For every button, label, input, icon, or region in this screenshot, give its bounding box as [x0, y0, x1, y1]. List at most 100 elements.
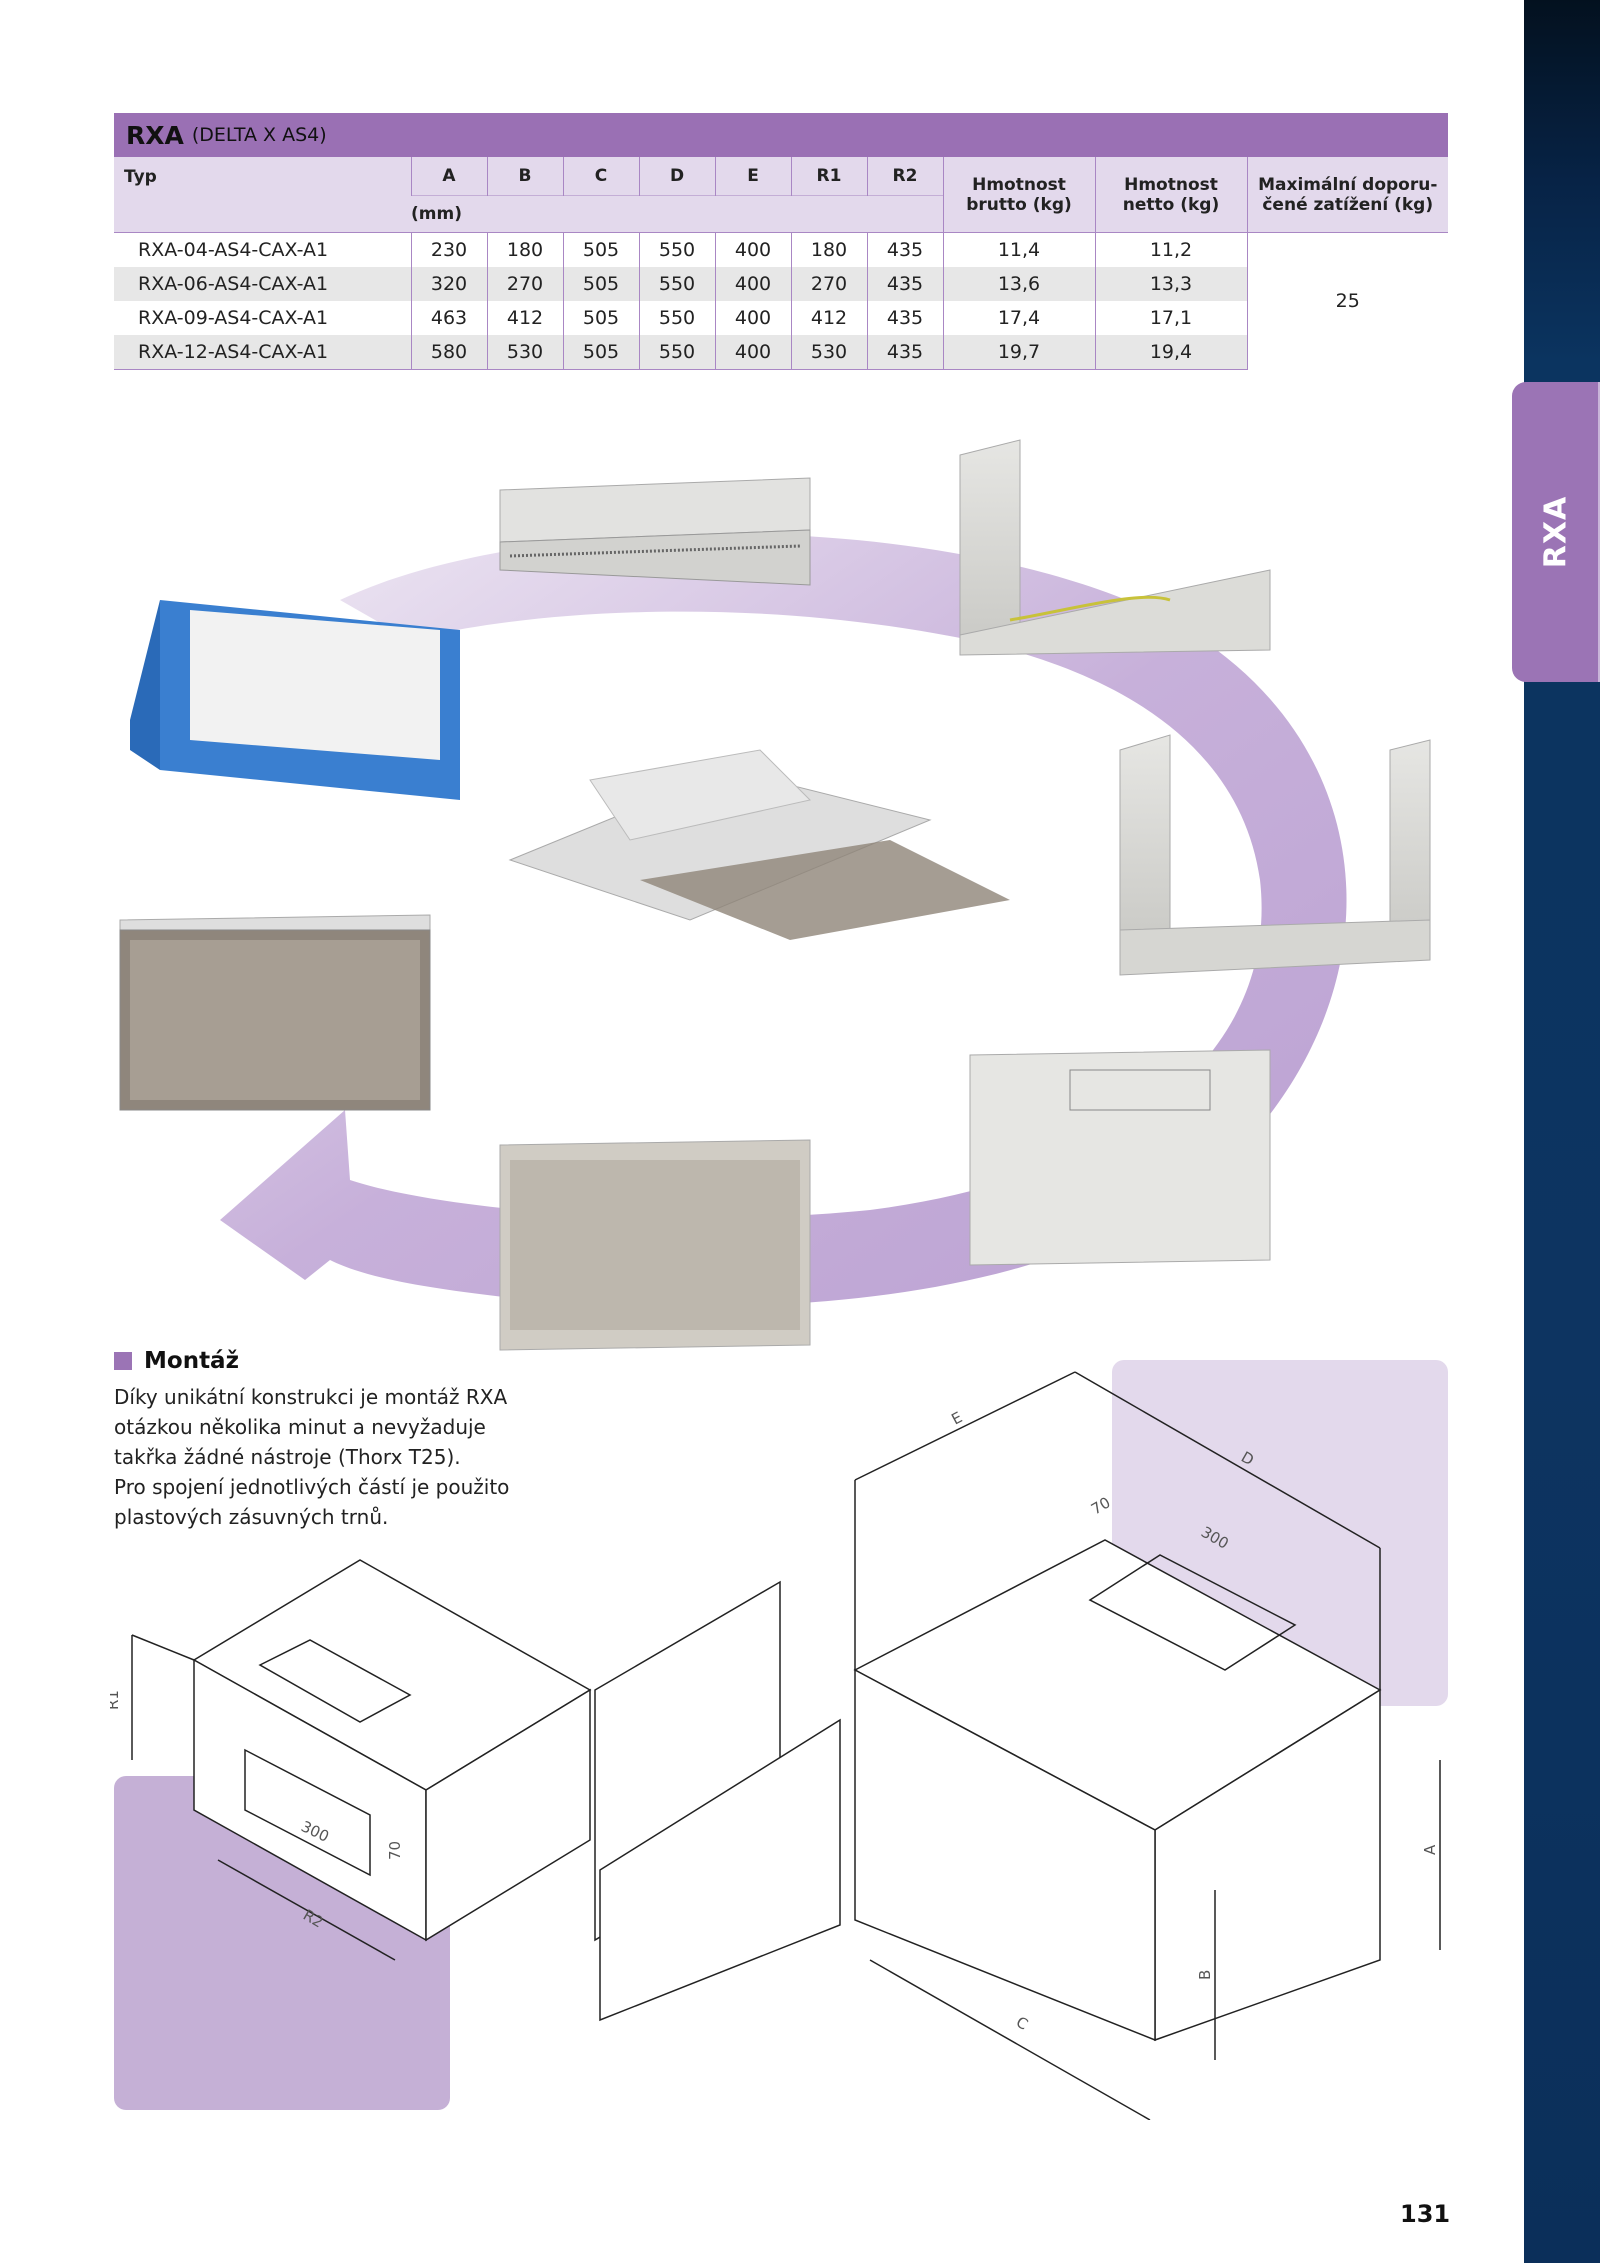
cell-netto: 17,1 [1094, 301, 1247, 335]
cell-d: 550 [638, 267, 715, 301]
cell-d: 550 [638, 335, 715, 370]
cell-c: 505 [562, 301, 639, 335]
col-header-netto: Hmotnost netto (kg) [1094, 157, 1247, 233]
model-name: RXA [126, 120, 184, 150]
photo-side-panel-mounted [959, 439, 1271, 656]
cell-a: 580 [410, 335, 487, 370]
assembly-heading: Montáž [114, 1348, 534, 1374]
cell-d: 550 [638, 232, 715, 267]
dim-label-c: C [1013, 2013, 1031, 2034]
cell-r2: 435 [866, 335, 943, 370]
photo-frame-two-sides [1119, 734, 1431, 976]
dim-unit: (mm) [411, 195, 943, 233]
assembly-photo-cycle [119, 439, 1431, 1351]
cell-max-load: 25 [1246, 232, 1448, 370]
assembly-description: Díky unikátní konstrukci je montáž RXA o… [114, 1382, 534, 1532]
assembly-heading-text: Montáž [144, 1348, 239, 1374]
table-row: RXA-04-AS4-CAX-A1 230 180 505 550 400 18… [114, 232, 1448, 370]
model-subtitle: (DELTA X AS4) [191, 124, 327, 146]
cell-r1: 180 [790, 232, 867, 267]
cell-r1: 530 [790, 335, 867, 370]
photo-packaged-box [130, 600, 460, 800]
table-row: RXA-12-AS4-CAX-A1 580 530 505 550 400 53… [114, 335, 1448, 370]
dim-label-70-right: 70 [1088, 1493, 1114, 1518]
cell-b: 412 [486, 301, 563, 335]
cell-e: 400 [714, 267, 791, 301]
cell-c: 505 [562, 267, 639, 301]
assembly-line: Pro spojení jednotlivých částí je použit… [114, 1475, 510, 1499]
cell-typ: RXA-09-AS4-CAX-A1 [138, 307, 329, 329]
col-header-brutto: Hmotnost brutto (kg) [942, 157, 1095, 233]
col-header-a: A [410, 157, 487, 196]
col-header-r2: R2 [866, 157, 943, 196]
cell-typ: RXA-04-AS4-CAX-A1 [114, 232, 411, 267]
cell-a: 230 [410, 232, 487, 267]
photo-parts [508, 749, 1010, 940]
spec-table-title: RXA (DELTA X AS4) [114, 113, 1448, 157]
cell-b: 270 [486, 267, 563, 301]
col-header-c: C [562, 157, 639, 196]
cell-e: 400 [714, 301, 791, 335]
cell-e: 400 [714, 232, 791, 267]
cell-b: 530 [486, 335, 563, 370]
col-header-brutto-l1: Hmotnost [972, 174, 1066, 195]
dim-label-70: 70 [386, 1841, 404, 1860]
table-row: RXA-06-AS4-CAX-A1 320 270 505 550 400 27… [114, 267, 1448, 301]
cell-d: 550 [638, 301, 715, 335]
dim-label-a: A [1421, 1844, 1439, 1855]
cell-r1: 412 [790, 301, 867, 335]
assembly-line: Díky unikátní konstrukci je montáž RXA [114, 1385, 508, 1409]
assembly-line: otázkou několika minut a nevyžaduje [114, 1415, 486, 1439]
cell-b: 180 [486, 232, 563, 267]
col-header-d: D [638, 157, 715, 196]
right-cabinet-drawing [853, 1371, 1441, 2120]
cell-typ: RXA-12-AS4-CAX-A1 [114, 335, 411, 370]
assembly-line: takřka žádné nástroje (Thorx T25). [114, 1445, 461, 1469]
photo-frame-with-top [969, 1049, 1271, 1266]
col-header-netto-l1: Hmotnost [1124, 174, 1218, 195]
assembly-section: Montáž Díky unikátní konstrukci je montá… [114, 1348, 534, 1532]
cell-a: 320 [410, 267, 487, 301]
col-header-load-l1: Maximální doporu- [1258, 174, 1438, 195]
col-header-netto-l2: netto (kg) [1122, 194, 1220, 215]
section-tab-label: RXA [1538, 495, 1574, 569]
col-header-b: B [486, 157, 563, 196]
cell-netto: 13,3 [1094, 267, 1247, 301]
col-header-r1: R1 [790, 157, 867, 196]
cell-brutto: 13,6 [942, 267, 1095, 301]
cell-e: 400 [714, 335, 791, 370]
cell-netto: 19,4 [1094, 335, 1247, 370]
photo-top-panel [499, 477, 811, 586]
cell-brutto: 11,4 [942, 232, 1095, 267]
assembly-line: plastových zásuvných trnů. [114, 1505, 389, 1529]
cell-a: 463 [410, 301, 487, 335]
col-header-typ: Typ [114, 157, 411, 233]
cycle-arrow [220, 533, 1347, 1307]
photo-frame-with-door [499, 1139, 811, 1351]
page-number: 131 [1400, 2200, 1451, 2228]
cell-r2: 435 [866, 301, 943, 335]
col-header-brutto-l2: brutto (kg) [966, 194, 1072, 215]
cell-c: 505 [562, 335, 639, 370]
cell-r2: 435 [866, 232, 943, 267]
cell-netto: 11,2 [1094, 232, 1247, 267]
bullet-square [114, 1352, 132, 1370]
left-cabinet-drawing [131, 1559, 841, 2022]
cell-r1: 270 [790, 267, 867, 301]
cell-typ: RXA-06-AS4-CAX-A1 [114, 267, 411, 301]
cell-brutto: 17,4 [942, 301, 1095, 335]
col-header-load: Maximální doporu- čené zatížení (kg) [1246, 157, 1448, 233]
dim-label-r1: R1 [110, 1690, 122, 1710]
section-tab[interactable]: RXA [1512, 382, 1600, 682]
spec-grid: Typ A B C D E R1 R2 Hmotnost brutto (kg)… [114, 157, 1448, 370]
col-header-load-l2: čené zatížení (kg) [1262, 194, 1434, 215]
spec-table: RXA (DELTA X AS4) Typ A B C D E R1 R2 Hm… [114, 113, 1448, 370]
side-strip [1524, 0, 1600, 2263]
dim-label-b: B [1196, 1970, 1214, 1980]
dimension-drawing: R1 R2 300 70 E D 70 300 A B C [110, 1360, 1448, 2120]
table-row: RXA-09-AS4-CAX-A1 463 412 505 550 400 41… [114, 301, 1448, 335]
dim-label-e: E [948, 1408, 965, 1428]
cell-brutto: 19,7 [942, 335, 1095, 370]
cell-c: 505 [562, 232, 639, 267]
photo-closed-cabinet [119, 914, 431, 1111]
